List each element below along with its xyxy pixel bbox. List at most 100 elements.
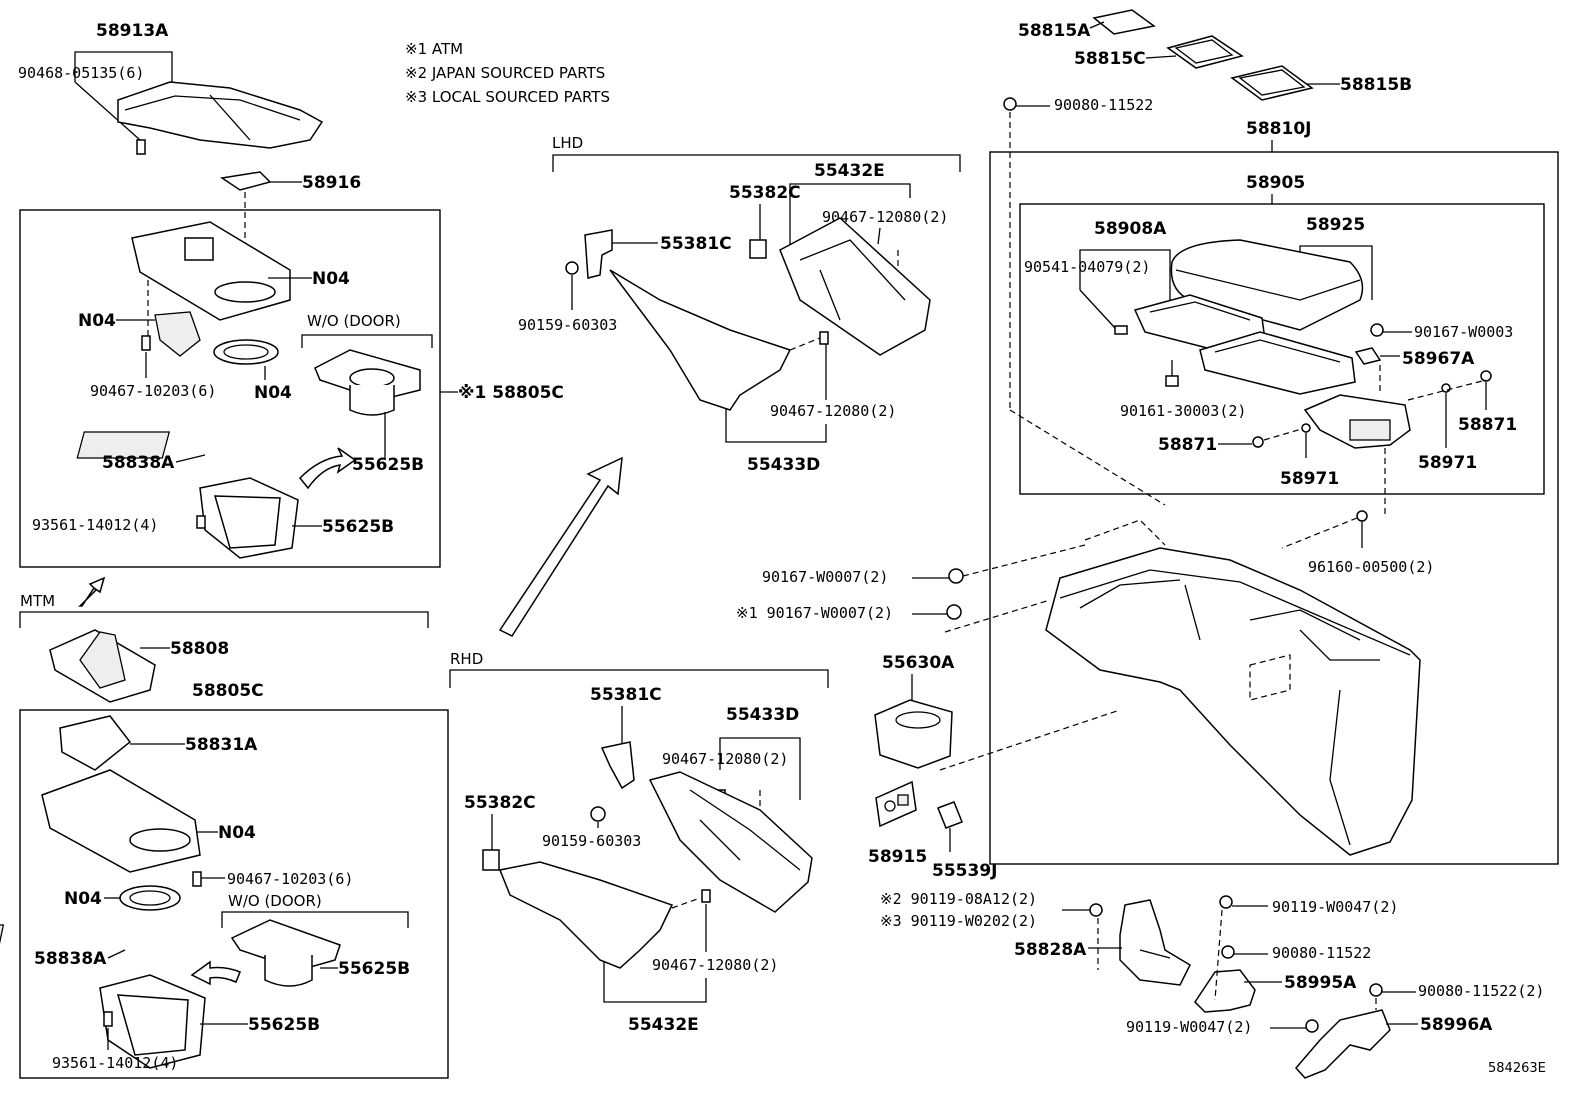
- arrow-curved-a: [298, 447, 357, 490]
- label-rhd: RHD: [450, 650, 483, 668]
- bolt-90119-08A12: [1089, 903, 1103, 917]
- lock-assembly: [1303, 394, 1411, 449]
- label-58815A: 58815A: [1018, 21, 1091, 41]
- label-90119-08A12: ※2 90119-08A12(2): [880, 890, 1037, 908]
- label-wo-door-a: W/O (DOOR): [307, 312, 401, 330]
- bolt-90080-11522-c: [1369, 983, 1383, 997]
- label-58905: 58905: [1246, 173, 1305, 193]
- arrow-up-mtm: [78, 576, 106, 607]
- label-58805C-b: 58805C: [192, 681, 264, 701]
- gasket-58815A: [1092, 9, 1156, 35]
- label-90467-12080-a: 90467-12080(2): [822, 208, 948, 226]
- label-90080-11522-a: 90080-11522: [1054, 96, 1153, 114]
- label-58908A: 58908A: [1094, 219, 1167, 239]
- label-58831A: 58831A: [185, 735, 258, 755]
- cup-holder-55625B-bottom: [196, 477, 299, 559]
- washer-58971-right: [1441, 383, 1451, 393]
- label-n04-d: N04: [218, 823, 256, 843]
- side-panel-55433D-lhd: [609, 269, 792, 411]
- label-58838A-a: 58838A: [102, 453, 175, 473]
- bracket-58828A: [1119, 899, 1191, 986]
- label-58995A: 58995A: [1284, 973, 1357, 993]
- bracket-58996A: [1295, 1009, 1391, 1079]
- gasket-58815B: [1230, 65, 1314, 101]
- label-90159-60303-b: 90159-60303: [542, 832, 641, 850]
- shift-boot-58808: [49, 629, 156, 703]
- label-58828A: 58828A: [1014, 940, 1087, 960]
- label-58805C-a: ※1 58805C: [458, 383, 564, 403]
- label-55625B-a: 55625B: [352, 455, 424, 475]
- label-90167-W0007-a: 90167-W0007(2): [762, 568, 888, 586]
- label-90467-10203-b: 90467-10203(6): [227, 870, 353, 888]
- label-90080-11522-c: 90080-11522(2): [1418, 982, 1544, 1000]
- label-58871-b: 58871: [1458, 415, 1517, 435]
- label-58815C: 58815C: [1074, 49, 1146, 69]
- label-90468-05135: 90468-05135(6): [18, 64, 144, 82]
- label-90167-W0003: 90167-W0003: [1414, 323, 1513, 341]
- console-panel-n04: [131, 221, 291, 321]
- atm-box: [19, 209, 441, 568]
- side-panel-55432E-lhd: [779, 217, 931, 356]
- label-90467-10203-a: 90467-10203(6): [90, 382, 216, 400]
- note-atm: ※1 ATM: [405, 40, 463, 58]
- label-58971-a: 58971: [1280, 469, 1339, 489]
- cup-holder-55625B-top: [314, 349, 421, 416]
- label-58971-b: 58971: [1418, 453, 1477, 473]
- arrow-curved-b: [190, 960, 241, 986]
- label-55432E-a: 55432E: [814, 161, 885, 181]
- label-58815B: 58815B: [1340, 75, 1412, 95]
- label-mtm: MTM: [20, 592, 55, 610]
- bolt-90119-W0047-a: [1219, 895, 1233, 909]
- screw-90159-rhd: [590, 806, 606, 822]
- insert-n04: [154, 311, 201, 357]
- label-58967A: 58967A: [1402, 349, 1475, 369]
- note-local: ※3 LOCAL SOURCED PARTS: [405, 88, 610, 106]
- label-55625B-c: 55625B: [338, 959, 410, 979]
- side-panel-55432E-rhd: [498, 861, 674, 969]
- gasket-58916: [219, 171, 272, 191]
- bolt-90119-W0047-b: [1305, 1019, 1319, 1033]
- label-90080-11522-b: 90080-11522: [1272, 944, 1371, 962]
- bracket-55381C-rhd: [600, 741, 635, 790]
- label-58925: 58925: [1306, 215, 1365, 235]
- label-90167-W0007-b: ※1 90167-W0007(2): [736, 604, 893, 622]
- washer-58971-left: [1301, 423, 1311, 433]
- label-58996A: 58996A: [1420, 1015, 1493, 1035]
- cup-holder-55625B-mtm-bottom: [99, 974, 206, 1069]
- gasket-58815C: [1166, 35, 1244, 69]
- screw-90541: [1114, 325, 1128, 335]
- label-55381C-b: 55381C: [590, 685, 662, 705]
- label-90541-04079: 90541-04079(2): [1024, 258, 1150, 276]
- label-n04-e: N04: [64, 889, 102, 909]
- nut-96160: [1356, 510, 1368, 522]
- mat-58838A-mtm: [0, 924, 5, 950]
- arrow-diagonal: [498, 456, 623, 637]
- label-n04-a: N04: [312, 269, 350, 289]
- console-panel-n04-mtm: [41, 769, 201, 873]
- screw-90167-W0007-a: [948, 568, 964, 584]
- label-90161-30003: 90161-30003(2): [1120, 402, 1246, 420]
- label-58871-a: 58871: [1158, 435, 1217, 455]
- figure-id: 584263E: [1488, 1061, 1546, 1076]
- label-n04-b: N04: [78, 311, 116, 331]
- screw-90080-11522-a: [1003, 97, 1017, 111]
- screw-58871-left: [1252, 436, 1264, 448]
- cover-55539J: [937, 801, 963, 829]
- label-93561-14012-a: 93561-14012(4): [32, 516, 158, 534]
- label-96160-00500: 96160-00500(2): [1308, 558, 1434, 576]
- screw-58871-right: [1480, 370, 1492, 382]
- bracket-58995A: [1194, 969, 1256, 1013]
- label-wo-door-b: W/O (DOOR): [228, 892, 322, 910]
- label-90119-W0047-b: 90119-W0047(2): [1126, 1018, 1252, 1036]
- console-box-58810J: [989, 151, 1559, 865]
- ring-n04-mtm: [119, 885, 181, 911]
- screw-90159-lhd: [565, 261, 579, 275]
- label-90119-W0047-a: 90119-W0047(2): [1272, 898, 1398, 916]
- clip-58967A: [1354, 347, 1382, 365]
- ring-n04: [213, 339, 279, 365]
- label-58838A-b: 58838A: [34, 949, 107, 969]
- tray-55630A: [874, 699, 953, 769]
- label-58808: 58808: [170, 639, 229, 659]
- side-panel-55433D-rhd: [648, 771, 813, 913]
